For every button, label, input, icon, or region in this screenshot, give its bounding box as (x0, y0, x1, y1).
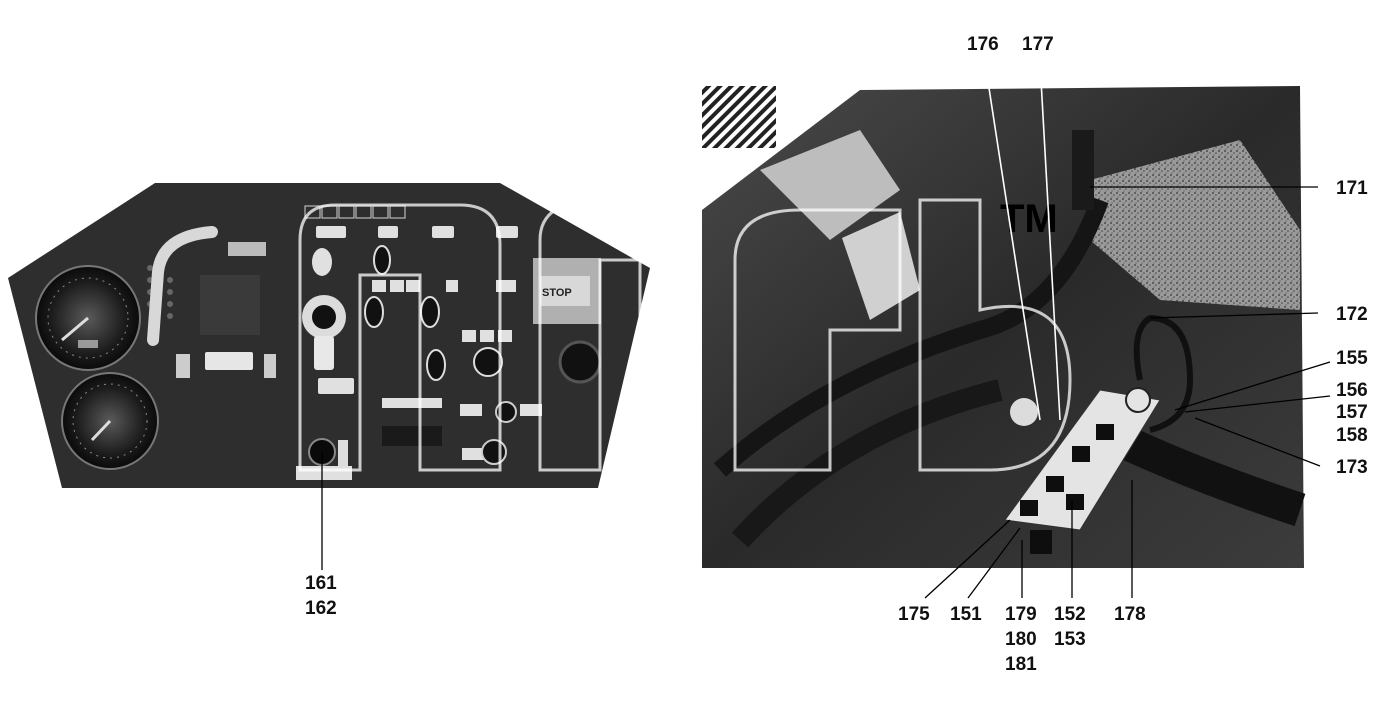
callout-176: 176 (967, 34, 999, 55)
callout-180: 180 (1005, 629, 1037, 650)
leader-177 (1039, 61, 1061, 421)
speedometer-gauge (61, 372, 159, 470)
small-switch-left (176, 354, 190, 378)
pipe-bracket (1072, 130, 1094, 210)
callout-153: 153 (1054, 629, 1086, 650)
callout-156: 156 (1336, 380, 1368, 401)
leader-175 (924, 519, 1011, 599)
callout-173: 173 (1336, 457, 1368, 478)
leader-lines (321, 61, 1331, 599)
air-grille (702, 86, 776, 148)
fuel-indicator-hook (147, 226, 218, 346)
tachometer-gauge (35, 265, 141, 371)
hose-lower (731, 379, 1003, 548)
engine-photo: TM (702, 86, 1306, 568)
display-window (200, 275, 260, 335)
callout-175: 175 (898, 604, 930, 625)
light-bracket (760, 130, 900, 240)
callout-181: 181 (1005, 654, 1037, 675)
leader-172 (1149, 312, 1319, 319)
sensor-nut (1125, 387, 1151, 413)
callout-178: 178 (1114, 604, 1146, 625)
lamp-block (228, 242, 266, 256)
watermark (298, 198, 1072, 472)
leader-173 (1194, 417, 1321, 467)
leader-155 (1174, 361, 1331, 411)
speckled-panel (1090, 140, 1300, 310)
callout-162: 162 (305, 598, 337, 619)
stop-label: STOP (542, 287, 572, 299)
relay-cap (1010, 398, 1038, 426)
callout-161: 161 (305, 573, 337, 594)
callout-171: 171 (1336, 178, 1368, 199)
leader-156 (1184, 395, 1331, 413)
callout-179: 179 (1005, 604, 1037, 625)
callout-157: 157 (1336, 402, 1368, 423)
callout-172: 172 (1336, 304, 1368, 325)
leader-151 (967, 527, 1021, 599)
terminal-connectors (1020, 424, 1114, 554)
main-key-switch (558, 340, 602, 384)
leader-176 (984, 61, 1041, 421)
stop-button: STOP (533, 258, 601, 324)
hose-upper (713, 196, 1109, 477)
callout-155: 155 (1336, 348, 1368, 369)
instrument-panel: STOP (8, 183, 650, 488)
callout-158: 158 (1336, 425, 1368, 446)
small-switch-right (264, 354, 276, 378)
callout-177: 177 (1022, 34, 1054, 55)
callout-151: 151 (950, 604, 982, 625)
callouts: 161 162 176 177 171 172 155 156 157 158 … (305, 34, 1368, 675)
wire-harness (1133, 314, 1194, 433)
switch-bar (205, 352, 253, 370)
callout-152: 152 (1054, 604, 1086, 625)
